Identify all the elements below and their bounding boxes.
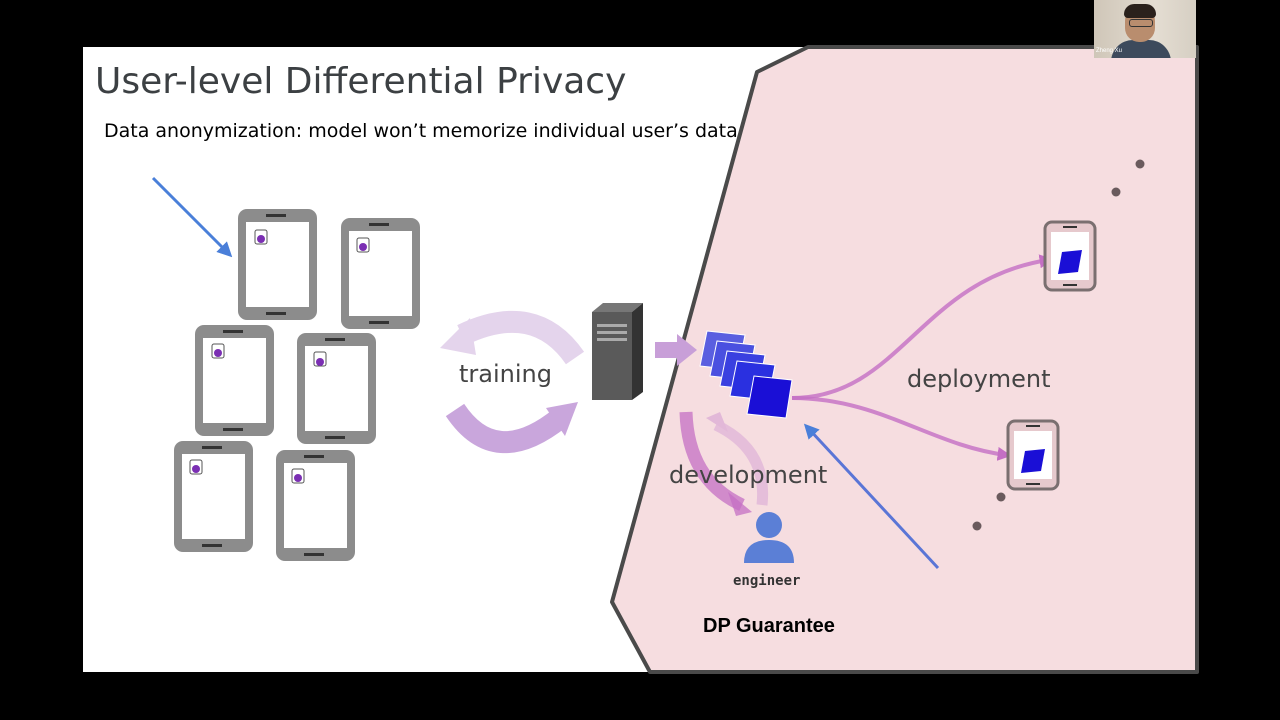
engineer-label: engineer [733,573,800,589]
webcam-thumbnail: Zheng Xu [1094,0,1196,58]
server-icon [592,303,643,400]
training-cycle-arrows [440,310,585,453]
engineer-icon [744,512,794,563]
pointer-arrow-icon [151,176,233,258]
webcam-name-label: Zheng Xu [1096,48,1123,54]
database-icon [313,351,327,367]
phone-icon [1043,220,1097,292]
dp-guarantee-label: DP Guarantee [703,615,835,637]
database-icon [254,229,268,245]
phone-icon [238,209,317,320]
database-icon [356,237,370,253]
pointer-arrow-icon [803,423,940,570]
phone-icon [341,218,420,329]
phone-icon [1006,419,1060,491]
model-icon [1021,449,1045,473]
deployment-arrow-top [791,254,1054,400]
server-to-model-arrow [655,334,697,366]
slide-subtitle: Data anonymization: model won’t memorize… [104,120,738,142]
ellipsis-dots-top [1111,159,1145,197]
database-icon [211,343,225,359]
slide-title: User-level Differential Privacy [95,61,626,102]
model-stack-icon [699,330,793,419]
development-arrows [679,411,769,516]
deployment-label: deployment [907,365,1051,393]
training-label: training [459,360,552,388]
model-icon [1058,250,1082,274]
ellipsis-dots-bottom [972,492,1006,531]
development-label: development [669,461,827,489]
database-icon [189,459,203,475]
phone-icon [195,325,274,436]
phone-icon [174,441,253,552]
phone-icon [276,450,355,561]
deployment-arrow-bottom [791,396,1012,461]
phone-icon [297,333,376,444]
database-icon [291,468,305,484]
dp-guarantee-region [610,45,1199,674]
